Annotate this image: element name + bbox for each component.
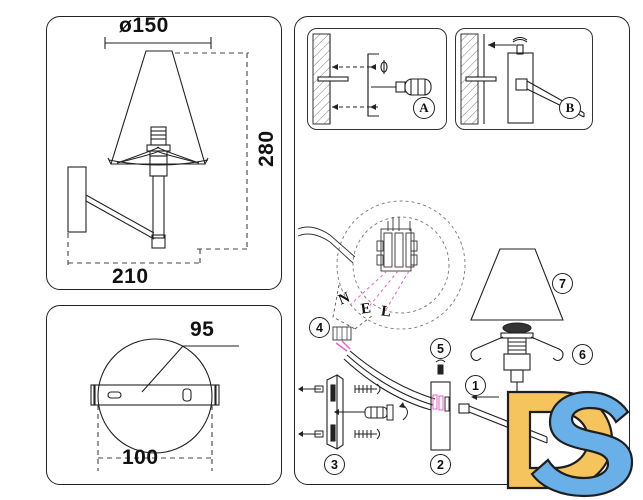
- mounting-plate-strip: [90, 384, 220, 406]
- diameter-dimension-line: [104, 37, 212, 49]
- screw-left-top: [298, 385, 324, 393]
- base-plan-drawing: [90, 338, 239, 471]
- step-a-label: A: [413, 97, 435, 119]
- callout-3: 3: [324, 454, 345, 475]
- wall-mounting-plate: [67, 166, 87, 233]
- vertical-stem: [149, 155, 168, 249]
- height-extension-lines: [175, 52, 249, 250]
- wire-harness: [343, 350, 436, 411]
- logo-letter-s: [530, 390, 634, 498]
- callout-5: 5: [430, 338, 451, 359]
- wall-anchor: [317, 76, 349, 82]
- canopy-diameter-dimension: [97, 405, 213, 471]
- canopy-diameter-label: 100: [122, 446, 159, 469]
- wire-label-e: E: [359, 300, 373, 318]
- step-a-drawing: [312, 33, 432, 125]
- shade-support-arms: [116, 146, 200, 164]
- callout-2: 2: [430, 454, 451, 475]
- bulb-socket: [146, 126, 171, 157]
- terminal-block: [376, 217, 418, 272]
- harp-socket-part: [470, 322, 564, 392]
- screw-left-bottom: [298, 430, 324, 438]
- product-elevation-drawing: [67, 37, 249, 265]
- arm-joint: [515, 78, 528, 91]
- anchor-bottom: [354, 428, 380, 440]
- diameter-dimension-label: ø150: [119, 14, 169, 37]
- lamp-shade-outline: [107, 50, 209, 166]
- fixing-screw-part: [435, 359, 446, 375]
- step-a-panel: A: [307, 28, 447, 130]
- lamp-shade-part: [470, 248, 564, 321]
- wire-leader-lines: [349, 270, 410, 314]
- rotate-arrow: [399, 402, 408, 421]
- screw-head-top: [380, 60, 388, 74]
- bubble-tail: [332, 284, 374, 330]
- terminal-detail-bubble: [336, 200, 466, 330]
- exploded-assembly-drawing: [297, 200, 564, 451]
- plate-width-leader: [141, 345, 239, 393]
- canopy-circle: [97, 338, 213, 454]
- lamp-body-tube: [507, 52, 534, 124]
- projection-dimension-line: [67, 233, 201, 265]
- callout-6: 6: [572, 344, 593, 365]
- step-b-panel: B: [455, 28, 593, 130]
- plate-width-label: 95: [190, 318, 215, 341]
- bracket-hardware: [298, 383, 408, 440]
- wire-ferrules: [432, 394, 450, 412]
- projection-dimension-label: 210: [112, 265, 149, 288]
- step-b-label: B: [559, 97, 581, 119]
- diagonal-arm: [85, 194, 155, 240]
- height-dimension-label: 280: [255, 130, 278, 167]
- callout-1: 1: [465, 375, 486, 396]
- screwdriver-icon: [371, 78, 432, 96]
- cap-screw: [512, 36, 528, 55]
- ds-logo-svg: [506, 390, 634, 498]
- callout-4: 4: [309, 317, 330, 338]
- anchor-top: [354, 383, 381, 395]
- stem-tube-part: [430, 381, 451, 451]
- base-plan-panel: 95 100: [46, 305, 282, 485]
- wall-anchor: [465, 76, 497, 82]
- wire-connector-plug: [332, 326, 352, 352]
- ds-watermark-logo: [496, 378, 642, 500]
- supply-cable: [297, 226, 356, 264]
- screwdriver-tool: [334, 404, 394, 421]
- product-elevation-panel: ø150 280 210: [46, 14, 282, 290]
- slide-arrow: [488, 41, 516, 49]
- callout-7: 7: [552, 273, 573, 294]
